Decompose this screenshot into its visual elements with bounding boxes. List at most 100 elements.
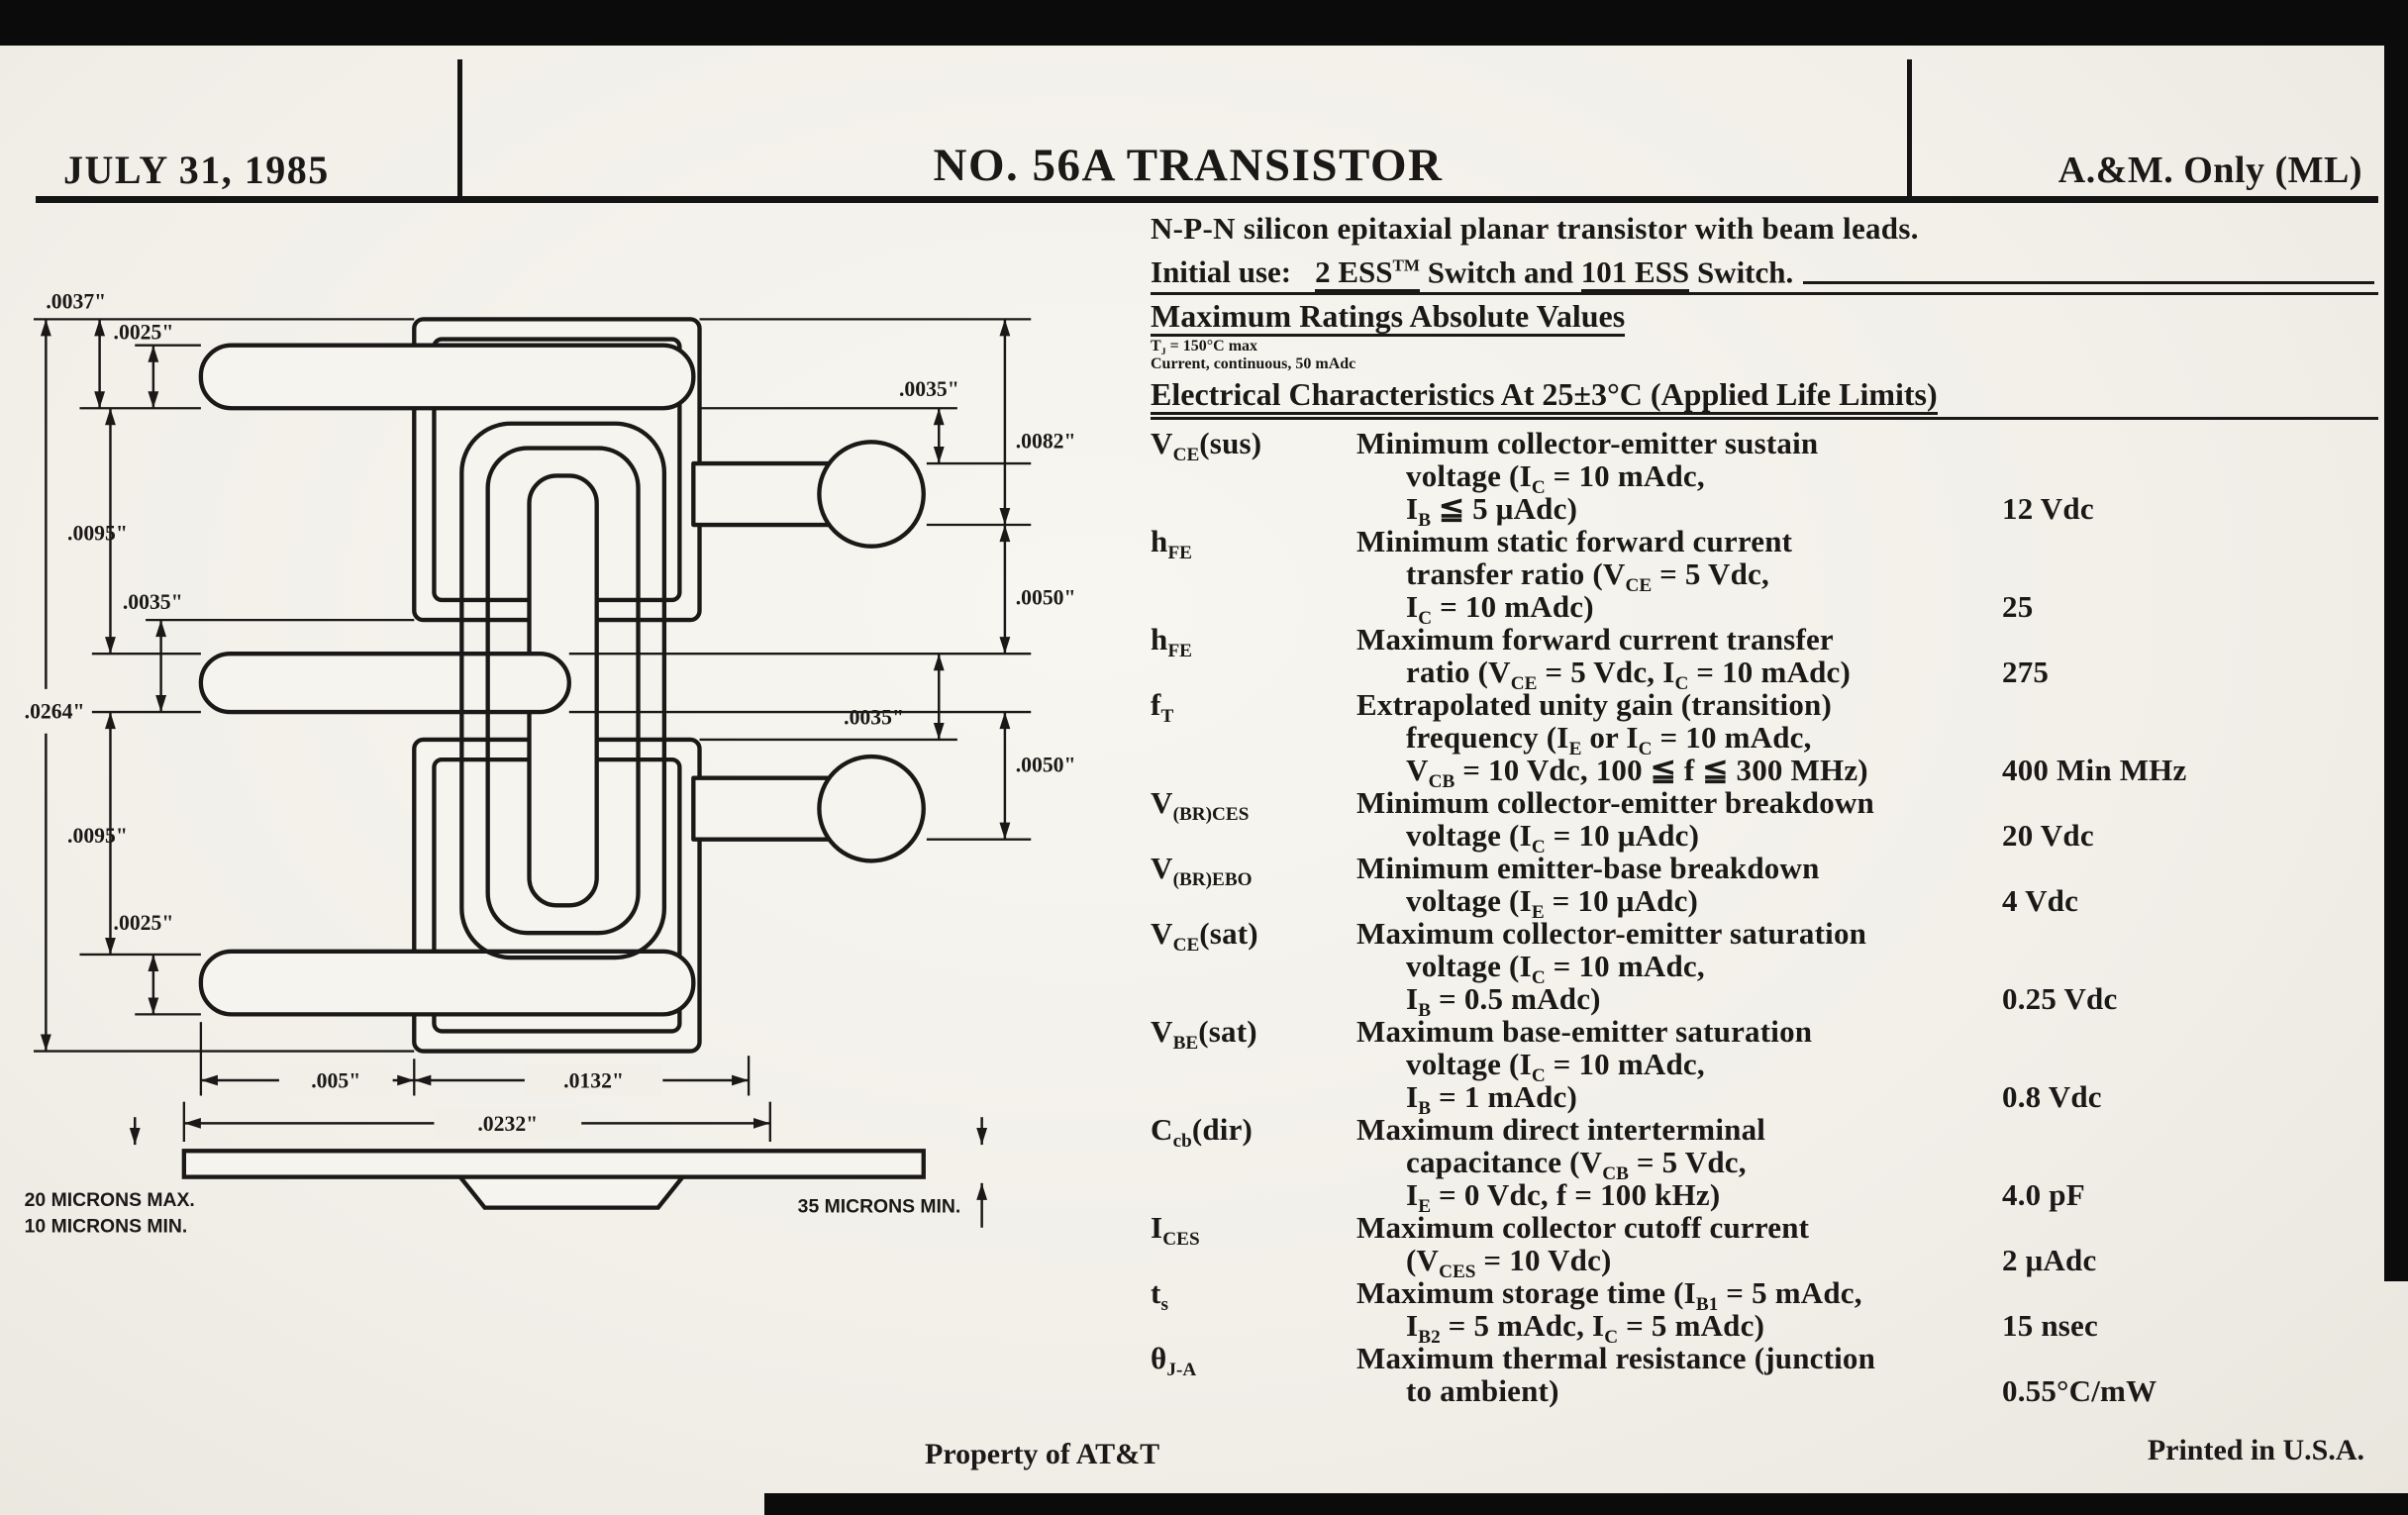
initial-use-end: Switch. bbox=[1689, 254, 1794, 290]
parameter-symbol: Ccb(dir) bbox=[1151, 1112, 1254, 1153]
parameter-value: 15 nsec bbox=[2002, 1308, 2098, 1344]
parameter-symbol: VCE(sus) bbox=[1151, 426, 1262, 466]
beam-lead-top-view bbox=[198, 317, 926, 1054]
description-line: Minimum emitter-base breakdown bbox=[1356, 851, 1820, 886]
dim-label: .0035" bbox=[844, 705, 904, 729]
parameter-value: 0.8 Vdc bbox=[2002, 1079, 2102, 1115]
dimension-labels: .0037" .0025" .0095" .0035" .0264" .0095… bbox=[25, 290, 1076, 1238]
description-line: voltage (IE = 10 μAdc) bbox=[1406, 883, 1699, 924]
initial-use-label: Initial use: bbox=[1151, 254, 1292, 290]
scan-edge-right bbox=[2384, 0, 2408, 1281]
parameter-value: 25 bbox=[2002, 589, 2034, 625]
table-row: VCE(sus) Minimum collector-emitter sustai… bbox=[1151, 426, 2378, 532]
parameter-value: 20 Vdc bbox=[2002, 818, 2094, 854]
dimension-label-backgrounds bbox=[278, 1064, 663, 1139]
description-line: Maximum base-emitter saturation bbox=[1356, 1014, 1813, 1050]
description-line: Extrapolated unity gain (transition) bbox=[1356, 687, 1832, 723]
printed-in-notice: Printed in U.S.A. bbox=[2147, 1434, 2364, 1466]
table-row: V(BR)CES Minimum collector-emitter breakd… bbox=[1151, 785, 2378, 858]
micron-note: 35 MICRONS MIN. bbox=[798, 1195, 961, 1217]
description-line: capacitance (VCB = 5 Vdc, bbox=[1406, 1145, 1747, 1185]
dim-label: .0035" bbox=[123, 590, 183, 614]
header-rule bbox=[36, 196, 2378, 203]
dim-label: .0132" bbox=[563, 1069, 624, 1093]
description-line: Maximum forward current transfer bbox=[1356, 622, 1834, 657]
electrical-table: VCE(sus) Minimum collector-emitter sustai… bbox=[1151, 427, 2378, 1407]
parameter-description: Maximum collector cutoff current(VCES = … bbox=[1356, 1211, 2002, 1283]
initial-use-system-1: 2 ESSTM bbox=[1315, 254, 1420, 293]
micron-note: 20 MICRONS MAX. bbox=[25, 1189, 195, 1211]
dim-label: .0264" bbox=[25, 699, 85, 723]
initial-use-system-2: 101 ESS bbox=[1580, 254, 1690, 293]
description-line: Minimum collector-emitter sustain bbox=[1356, 426, 1819, 461]
parameter-symbol: V(BR)CES bbox=[1151, 785, 1250, 826]
description-line: Minimum static forward current bbox=[1356, 524, 1793, 559]
transistor-outline-drawing: .0037" .0025" .0095" .0035" .0264" .0095… bbox=[25, 290, 1076, 1238]
document-date: JULY 31, 1985 bbox=[63, 148, 330, 192]
dim-label: .0037" bbox=[46, 290, 106, 314]
parameter-symbol: VCE(sat) bbox=[1151, 916, 1258, 957]
description-line: Maximum storage time (IB1 = 5 mAdc, bbox=[1356, 1275, 1862, 1316]
dim-label: .0232" bbox=[477, 1112, 538, 1136]
description-line: IB2 = 5 mAdc, IC = 5 mAdc) bbox=[1406, 1308, 1765, 1349]
parameter-symbol: fT bbox=[1151, 687, 1174, 728]
dim-label: .0050" bbox=[1016, 586, 1076, 610]
description-line: IE = 0 Vdc, f = 100 kHz) bbox=[1406, 1177, 1721, 1218]
description-line: IB = 0.5 mAdc) bbox=[1406, 981, 1601, 1022]
description-line: Maximum direct interterminal bbox=[1356, 1112, 1766, 1148]
table-row: VCE(sat) Maximum collector-emitter satura… bbox=[1151, 916, 2378, 1022]
dim-label: .0025" bbox=[114, 321, 174, 345]
initial-use-mid: Switch and bbox=[1419, 254, 1581, 290]
initial-use-line: Initial use: 2 ESSTM Switch and 101 ESS … bbox=[1151, 247, 2378, 293]
description-line: VCB = 10 Vdc, 100 ≦ f ≦ 300 MHz) bbox=[1406, 753, 1868, 793]
parameter-value: 12 Vdc bbox=[2002, 491, 2094, 527]
description-line: IB = 1 mAdc) bbox=[1406, 1079, 1578, 1120]
section-rule-2 bbox=[1151, 417, 2378, 421]
parameter-symbol: VBE(sat) bbox=[1151, 1014, 1257, 1055]
dim-label: .0025" bbox=[114, 911, 174, 935]
description-line: transfer ratio (VCE = 5 Vdc, bbox=[1406, 556, 1769, 597]
description-line: frequency (IE or IC = 10 mAdc, bbox=[1406, 720, 1812, 760]
description-line: ratio (VCE = 5 Vdc, IC = 10 mAdc) bbox=[1406, 655, 1851, 695]
description-line: voltage (IC = 10 mAdc, bbox=[1406, 1047, 1705, 1087]
description-line: (VCES = 10 Vdc) bbox=[1406, 1243, 1612, 1283]
initial-use-text: 2 ESSTM Switch and 101 ESS Switch. bbox=[1315, 247, 1794, 293]
description-line: IC = 10 mAdc) bbox=[1406, 589, 1594, 630]
maximum-ratings-heading: Maximum Ratings Absolute Values bbox=[1151, 295, 2378, 338]
scan-edge-bottom bbox=[764, 1493, 2408, 1515]
parameter-description: Extrapolated unity gain (transition)freq… bbox=[1356, 687, 2002, 793]
description-line: to ambient) bbox=[1406, 1373, 1559, 1409]
classification-label: A.&M. Only (ML) bbox=[2057, 150, 2362, 191]
dim-label: .0035" bbox=[899, 377, 959, 401]
parameter-value: 400 Min MHz bbox=[2002, 753, 2187, 788]
parameter-value: 0.25 Vdc bbox=[2002, 981, 2118, 1017]
scan-edge-top bbox=[0, 0, 2408, 46]
parameter-symbol: θJ-A bbox=[1151, 1341, 1197, 1381]
parameter-value: 275 bbox=[2002, 655, 2050, 690]
parameter-value: 4.0 pF bbox=[2002, 1177, 2085, 1213]
table-row: fT Extrapolated unity gain (transition)fr… bbox=[1151, 687, 2378, 793]
parameter-description: Maximum storage time (IB1 = 5 mAdc,IB2 =… bbox=[1356, 1275, 2002, 1349]
header-divider-right bbox=[1907, 59, 1912, 198]
section-rule-1 bbox=[1151, 292, 2378, 296]
specifications-column: N-P-N silicon epitaxial planar transisto… bbox=[1151, 210, 2378, 1407]
description-line: Maximum collector-emitter saturation bbox=[1356, 916, 1867, 952]
electrical-characteristics-heading: Electrical Characteristics At 25±3°C (Ap… bbox=[1151, 373, 2378, 416]
maximum-ratings-heading-text: Maximum Ratings Absolute Values bbox=[1151, 298, 1626, 338]
description-line: voltage (IC = 10 μAdc) bbox=[1406, 818, 1700, 858]
dim-label: .005" bbox=[311, 1069, 360, 1093]
description-line: Minimum collector-emitter breakdown bbox=[1356, 785, 1874, 821]
parameter-symbol: V(BR)EBO bbox=[1151, 851, 1253, 891]
description-line: IB ≦ 5 μAdc) bbox=[1406, 491, 1578, 532]
